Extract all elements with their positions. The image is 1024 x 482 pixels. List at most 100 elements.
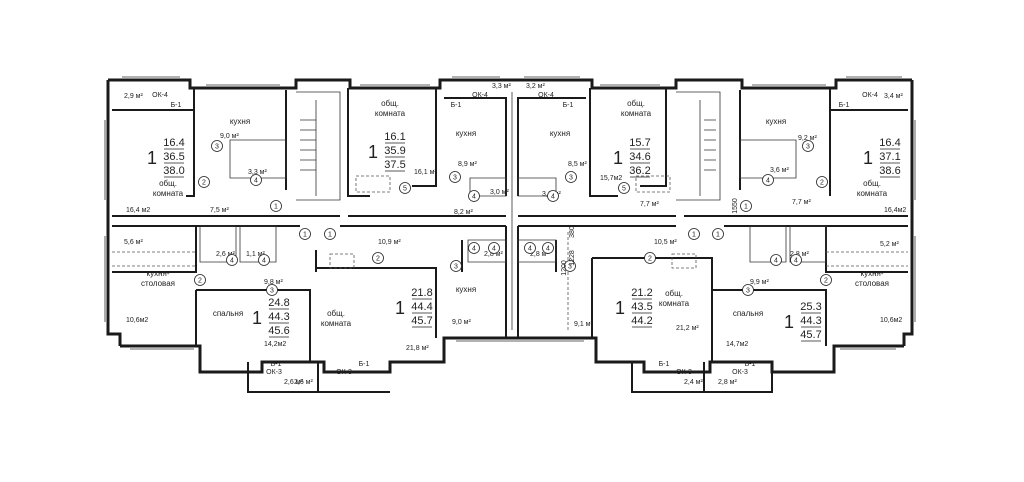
room-label: кухня	[230, 117, 250, 126]
room-area: 2,8 м²	[718, 379, 737, 386]
apartment-rooms: 1	[395, 298, 405, 318]
section-marker-number: 4	[551, 194, 555, 201]
windows	[104, 76, 916, 350]
apartment-living-area: 16.4	[163, 137, 184, 149]
section-marker-number: 4	[492, 246, 496, 253]
apartment-rooms: 1	[368, 142, 378, 162]
room-label: общ.	[381, 99, 399, 108]
room-label: комната	[321, 319, 352, 328]
room-label: комната	[659, 299, 690, 308]
section-marker: 3	[449, 171, 461, 183]
apartment-summary-3: 115.734.636.2	[613, 137, 651, 178]
section-marker: 3	[266, 284, 278, 296]
section-marker-number: 1	[274, 204, 278, 211]
room-area: 9,8 м²	[264, 279, 283, 286]
section-marker-number: 3	[454, 264, 458, 271]
room-label: кухня	[456, 285, 476, 294]
room-area: 2,8 м²	[484, 251, 503, 258]
room-area: 2,6 м²	[216, 251, 235, 258]
section-marker: 5	[618, 182, 630, 194]
apartment-total-with-balcony: 36.2	[629, 165, 650, 177]
room-label: кухня	[550, 129, 570, 138]
section-marker-number: 1	[328, 232, 332, 239]
section-marker-number: 4	[766, 178, 770, 185]
section-marker-number: 4	[230, 258, 234, 265]
room-label: общ.	[863, 179, 881, 188]
section-marker-number: 4	[528, 246, 532, 253]
section-marker: 2	[820, 274, 832, 286]
room-label: столовая	[855, 279, 889, 288]
section-marker-number: 3	[270, 288, 274, 295]
element-tag: Б-1	[451, 102, 462, 109]
room-area: 21,2 м²	[676, 325, 699, 332]
apartment-total-area: 37.1	[879, 151, 900, 163]
room-label: комната	[857, 189, 888, 198]
section-marker-number: 5	[622, 186, 626, 193]
room-area: 2,9 м²	[124, 93, 143, 100]
section-marker-number: 2	[820, 180, 824, 187]
section-marker-number: 4	[254, 178, 258, 185]
section-marker-number: 5	[403, 186, 407, 193]
element-tag: ОК-4	[472, 92, 488, 99]
apartment-living-area: 25.3	[800, 301, 821, 313]
room-area: 3,2 м²	[526, 83, 545, 90]
section-marker: 5	[399, 182, 411, 194]
room-label: общ.	[159, 179, 177, 188]
element-tag: Б-1	[359, 361, 370, 368]
room-area: 3,3 м²	[492, 83, 511, 90]
section-marker: 3	[564, 260, 576, 272]
room-area: 2,6 м²	[294, 379, 313, 386]
room-area: 21,8 м²	[406, 345, 429, 352]
room-area: 7,7 м²	[640, 201, 659, 208]
element-tag: ОК-4	[538, 92, 554, 99]
section-marker: 4	[547, 190, 559, 202]
room-area: 9,0 м²	[452, 319, 471, 326]
section-marker: 1	[299, 228, 311, 240]
section-marker: 4	[790, 254, 802, 266]
apartment-total-area: 44.3	[800, 315, 821, 327]
apartment-total-with-balcony: 38.0	[163, 165, 184, 177]
element-tag: Б-1	[171, 102, 182, 109]
room-area: 8,9 м²	[458, 161, 477, 168]
apartment-rooms: 1	[784, 312, 794, 332]
section-marker-number: 2	[198, 278, 202, 285]
dimension-label: 380	[569, 226, 576, 238]
room-area: 9,0 м²	[220, 133, 239, 140]
room-area: 3,0 м²	[490, 189, 509, 196]
section-marker-number: 4	[546, 246, 550, 253]
room-area: 10,5 м²	[654, 239, 677, 246]
room-area: 5,2 м²	[880, 241, 899, 248]
room-area: 1,1 м²	[246, 251, 265, 258]
room-area: 14,7м2	[726, 341, 748, 348]
section-marker-number: 2	[648, 256, 652, 263]
element-tag: Б-1	[745, 361, 756, 368]
room-label: кухня	[456, 129, 476, 138]
section-marker-number: 3	[568, 264, 572, 271]
apartment-total-with-balcony: 37.5	[384, 159, 405, 171]
room-area: 16,1 м²	[414, 169, 437, 176]
section-marker: 1	[324, 228, 336, 240]
room-area: 2,8 м²	[790, 251, 809, 258]
element-tag: ОК-4	[862, 92, 878, 99]
apartment-summary-8: 125.344.345.7	[784, 301, 822, 342]
element-tag: ОК-4	[152, 92, 168, 99]
apartment-living-area: 24.8	[268, 297, 289, 309]
room-area: 8,5 м²	[568, 161, 587, 168]
section-marker-number: 4	[262, 258, 266, 265]
apartment-summary-6: 121.844.445.7	[395, 287, 433, 328]
section-marker: 3	[742, 284, 754, 296]
element-tag: ОК-3	[266, 369, 282, 376]
room-area: 3,3 м²	[248, 169, 267, 176]
apartment-summary-5: 124.844.345.6	[252, 297, 290, 338]
section-marker-number: 1	[692, 232, 696, 239]
element-tag: ОК-3	[676, 369, 692, 376]
room-label: комната	[621, 109, 652, 118]
section-marker-number: 3	[746, 288, 750, 295]
apartment-rooms: 1	[613, 148, 623, 168]
apartment-living-area: 16.1	[384, 131, 405, 143]
